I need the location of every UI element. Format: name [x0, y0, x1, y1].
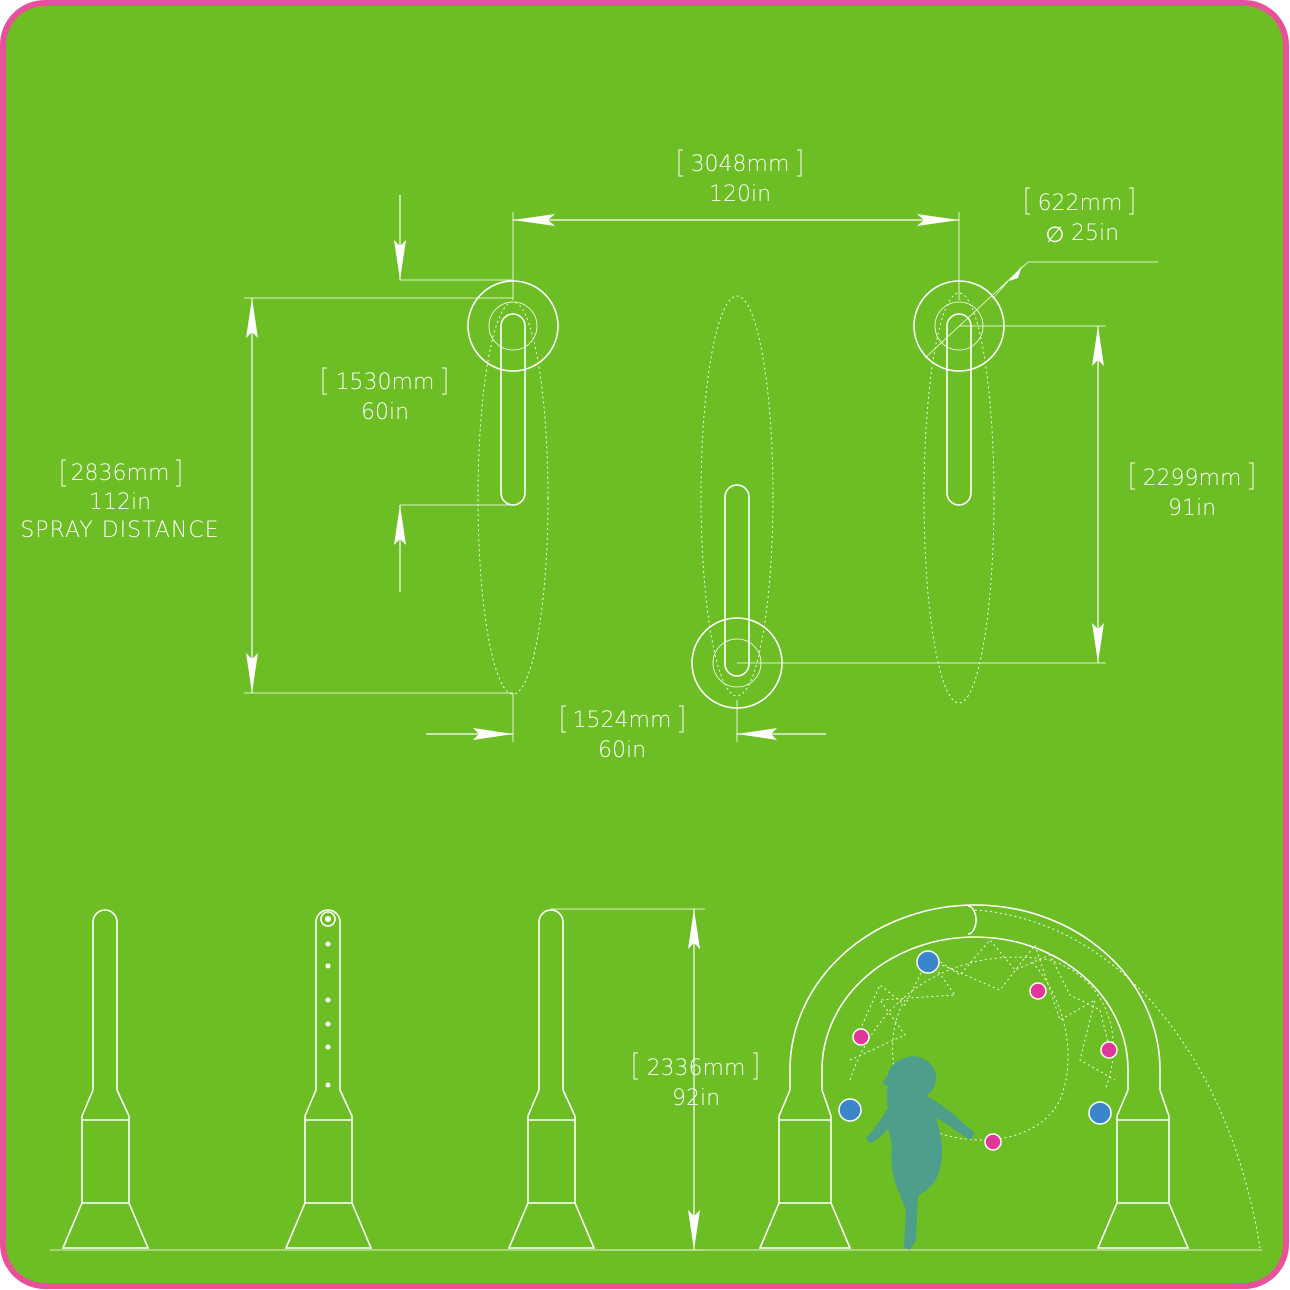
- nozzle-pink-2: [852, 1028, 870, 1046]
- nozzle-blue-1: [916, 950, 940, 974]
- nozzle-blue-2: [838, 1098, 862, 1122]
- nozzle-pink-1: [1029, 982, 1047, 1000]
- post-offset-dimension: 1530mm 60in: [322, 195, 513, 592]
- height-dimension: 2336mm 92in: [551, 908, 758, 1251]
- depth-in-label: 91in: [1168, 496, 1216, 521]
- offset-in-label: 60in: [598, 738, 646, 763]
- elevation-post-3: [507, 909, 596, 1249]
- nozzle-pink-3: [1100, 1041, 1118, 1059]
- arch-structure: [758, 904, 1190, 1249]
- post-offset-in-label: 60in: [361, 400, 409, 425]
- elevation-post-1: [61, 909, 150, 1249]
- spray-nozzle-icon: [325, 916, 331, 1088]
- depth-dimension: 2299mm 91in: [737, 325, 1254, 664]
- child-silhouette-icon: [866, 1056, 975, 1250]
- arch-spray-pattern: [849, 909, 1261, 1249]
- depth-mm-label: 2299mm: [1143, 466, 1242, 491]
- diameter-in-label: 25in: [1071, 221, 1119, 246]
- elevation-view: 2336mm 92in: [50, 904, 1262, 1251]
- post-left: [467, 280, 559, 695]
- spray-mm-label: 2836mm: [71, 461, 170, 486]
- arch-nozzles: [838, 950, 1118, 1151]
- plan-view: 3048mm 120in 622mm ∅ 25in: [20, 149, 1254, 763]
- spray-distance-dimension: 2836mm 112in SPRAY DISTANCE: [20, 297, 513, 694]
- diameter-dimension: 622mm ∅ 25in: [924, 187, 1158, 359]
- offset-mm-label: 1524mm: [573, 708, 672, 733]
- diameter-symbol: ∅: [1045, 223, 1064, 248]
- nozzle-blue-3: [1088, 1101, 1112, 1125]
- diameter-mm-label: 622mm: [1038, 191, 1123, 216]
- span-dimension: 3048mm 120in: [512, 149, 960, 300]
- elevation-post-2: [284, 909, 373, 1249]
- offset-dimension: 1524mm 60in: [426, 693, 826, 763]
- spray-distance-label: SPRAY DISTANCE: [20, 518, 219, 543]
- post-offset-mm-label: 1530mm: [336, 370, 435, 395]
- spray-in-label: 112in: [89, 490, 151, 515]
- height-in-label: 92in: [672, 1086, 720, 1111]
- height-mm-label: 2336mm: [647, 1056, 746, 1081]
- nozzle-pink-4: [984, 1133, 1002, 1151]
- span-mm-label: 3048mm: [691, 152, 790, 177]
- span-in-label: 120in: [709, 182, 771, 207]
